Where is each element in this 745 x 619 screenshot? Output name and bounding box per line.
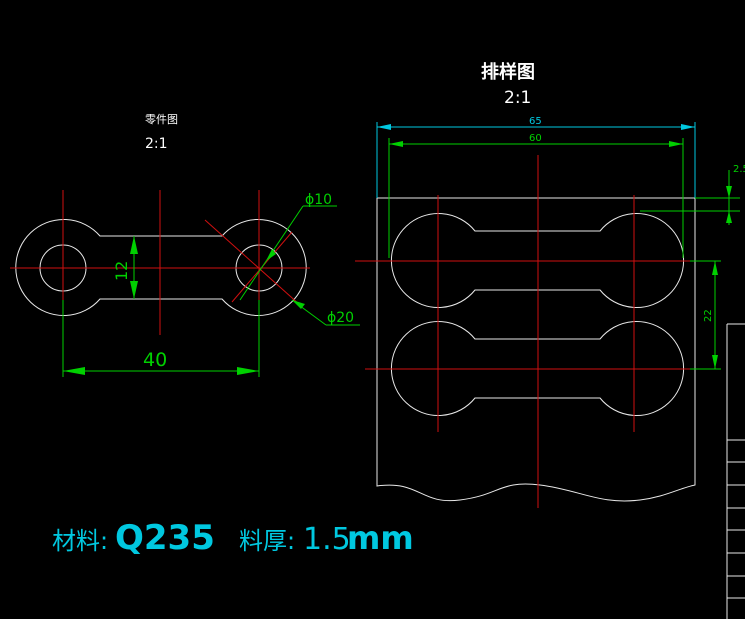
layout-part-top xyxy=(390,213,685,308)
part-outline xyxy=(15,219,307,316)
material-value: Q235 xyxy=(115,518,215,558)
part-view-title: 零件图 xyxy=(145,113,178,126)
material-note: 材料: Q235 料厚: 1.5 mm xyxy=(52,518,414,558)
dim-text-65: 65 xyxy=(529,116,542,127)
dim-text-12: 12 xyxy=(112,261,131,281)
part-view: 40 12 ϕ10 ϕ20 零件图 2:1 xyxy=(10,113,360,377)
dim-text-phi20: ϕ20 xyxy=(327,310,354,326)
dim-text-phi10: ϕ10 xyxy=(305,192,332,208)
thickness-unit: mm xyxy=(347,519,414,557)
dim-text-2-5: 2.5 xyxy=(733,164,745,175)
strip-outline xyxy=(376,198,696,502)
dim-text-60: 60 xyxy=(529,133,542,144)
title-block-fragment xyxy=(726,323,745,619)
layout-view: 65 60 22 2.5 排样图 2:1 xyxy=(355,61,745,508)
thickness-label: 料厚: xyxy=(239,527,295,555)
material-label: 材料: xyxy=(52,527,108,555)
centerline-diag-a xyxy=(204,219,301,306)
dim-text-40: 40 xyxy=(143,349,167,371)
dim-text-22: 22 xyxy=(703,309,714,322)
part-view-scale: 2:1 xyxy=(145,136,168,152)
layout-part-bottom xyxy=(390,321,685,416)
layout-view-scale: 2:1 xyxy=(504,88,531,108)
thickness-value: 1.5 xyxy=(303,522,351,557)
layout-view-title: 排样图 xyxy=(481,61,535,83)
